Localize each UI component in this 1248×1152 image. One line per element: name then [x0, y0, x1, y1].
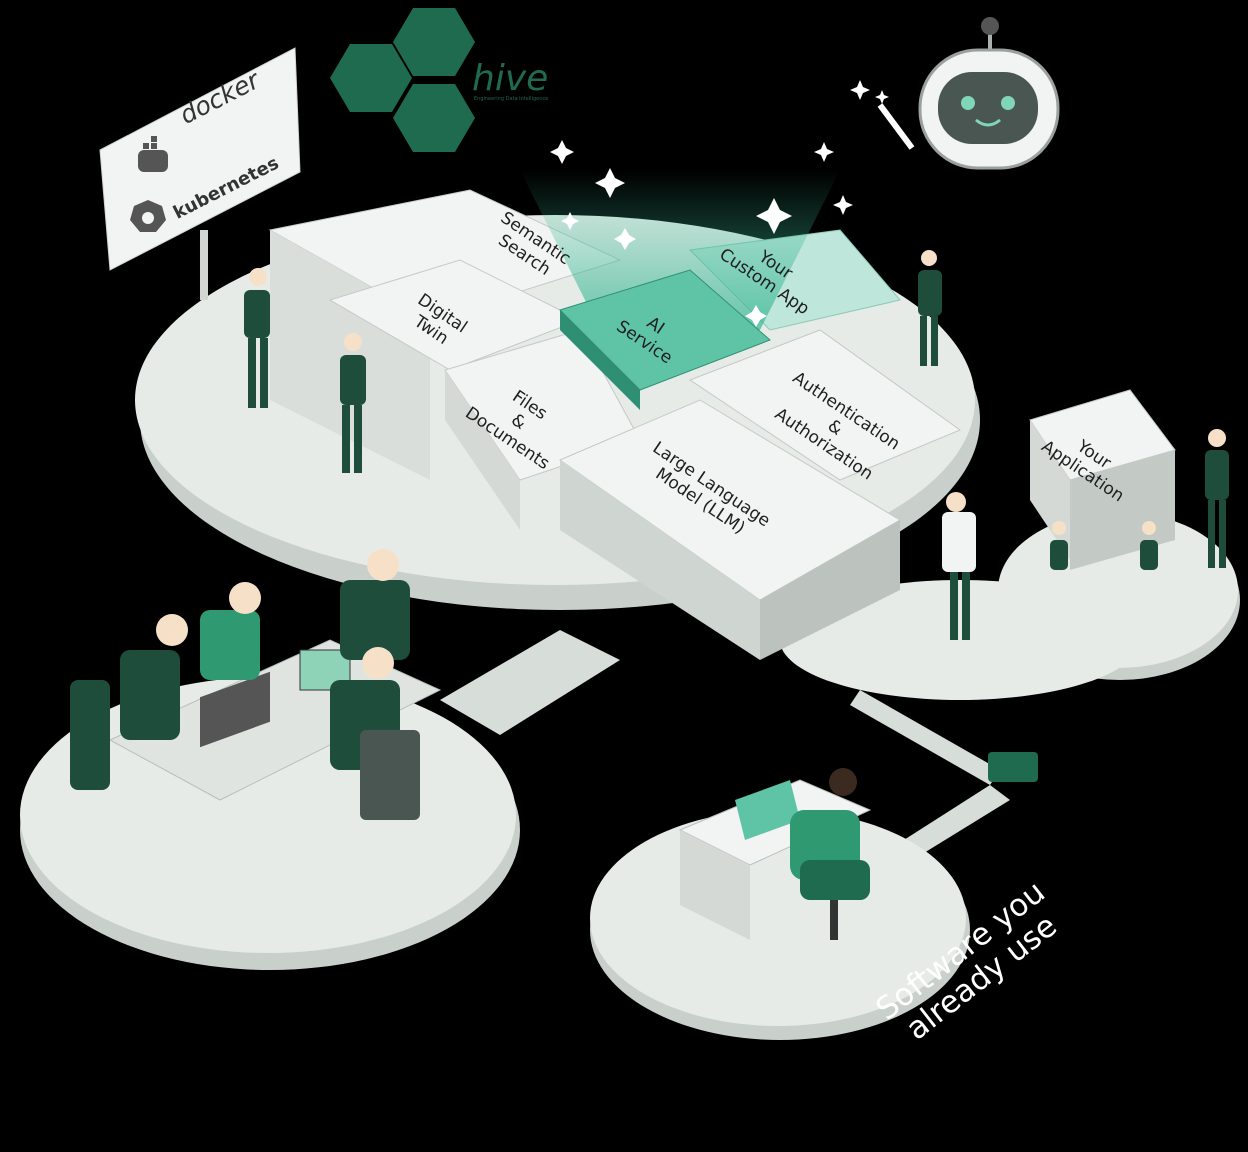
docker-icon [138, 136, 168, 172]
robot-icon [918, 17, 1060, 170]
magic-wand-icon [850, 80, 915, 150]
connector-left [440, 630, 620, 735]
connector-node-icon [988, 752, 1038, 782]
sparkle-icons [550, 140, 853, 327]
ai-glow [520, 170, 840, 410]
puzzle-blocks [268, 189, 1176, 660]
logo-name: hive [472, 58, 549, 99]
hive-logo-icon [330, 8, 475, 152]
meeting-platform [20, 549, 520, 970]
people-figures [244, 250, 1229, 640]
desk-platform [590, 768, 970, 1040]
logo-tagline: Engineering Data Intelligence [474, 96, 549, 102]
kubernetes-icon [130, 200, 166, 232]
tools-sign [99, 47, 301, 300]
